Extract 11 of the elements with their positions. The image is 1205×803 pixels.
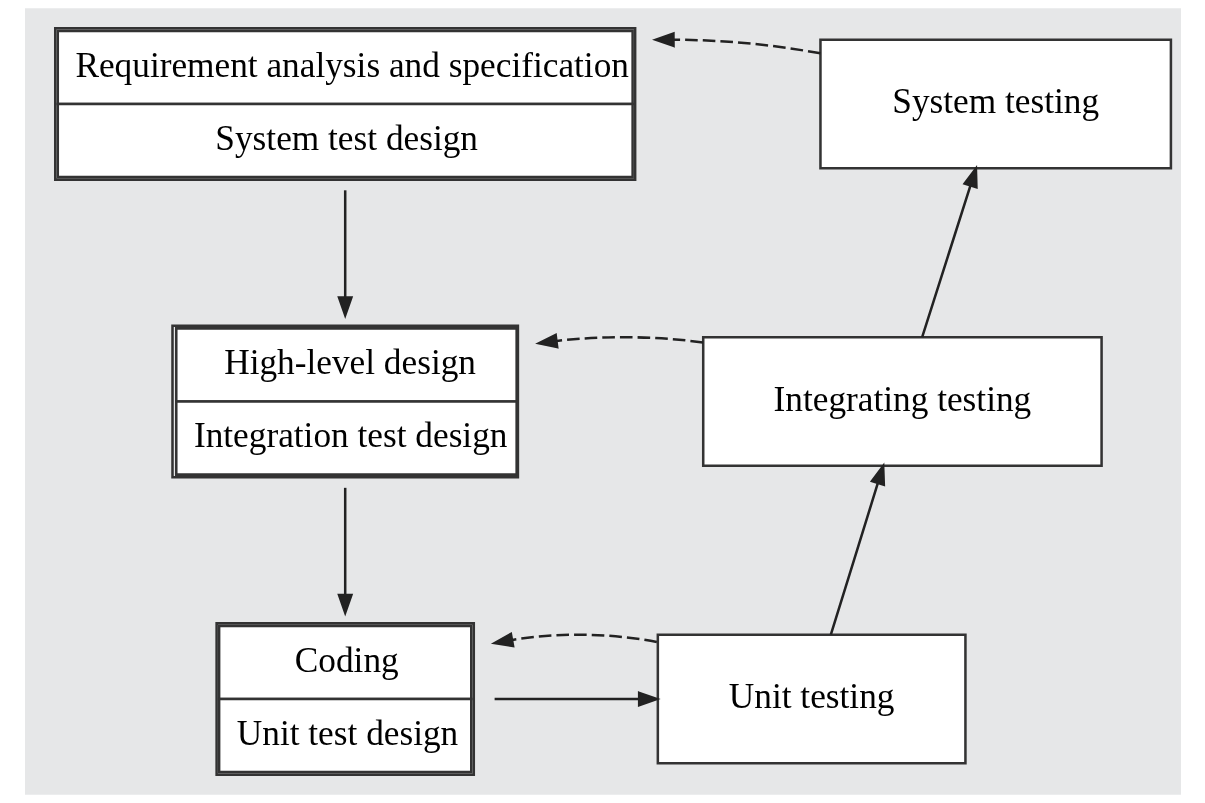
arrow [651,31,821,55]
arrow [336,190,353,319]
arrow [920,164,978,338]
arrow [829,462,885,635]
arrow [494,691,661,707]
arrow [336,487,353,617]
arrow [490,631,657,648]
node-box: Integrating testing [701,335,1103,468]
node-box: Unit testing [656,633,967,765]
arrow [534,332,703,349]
node-box: System testing [818,38,1172,170]
